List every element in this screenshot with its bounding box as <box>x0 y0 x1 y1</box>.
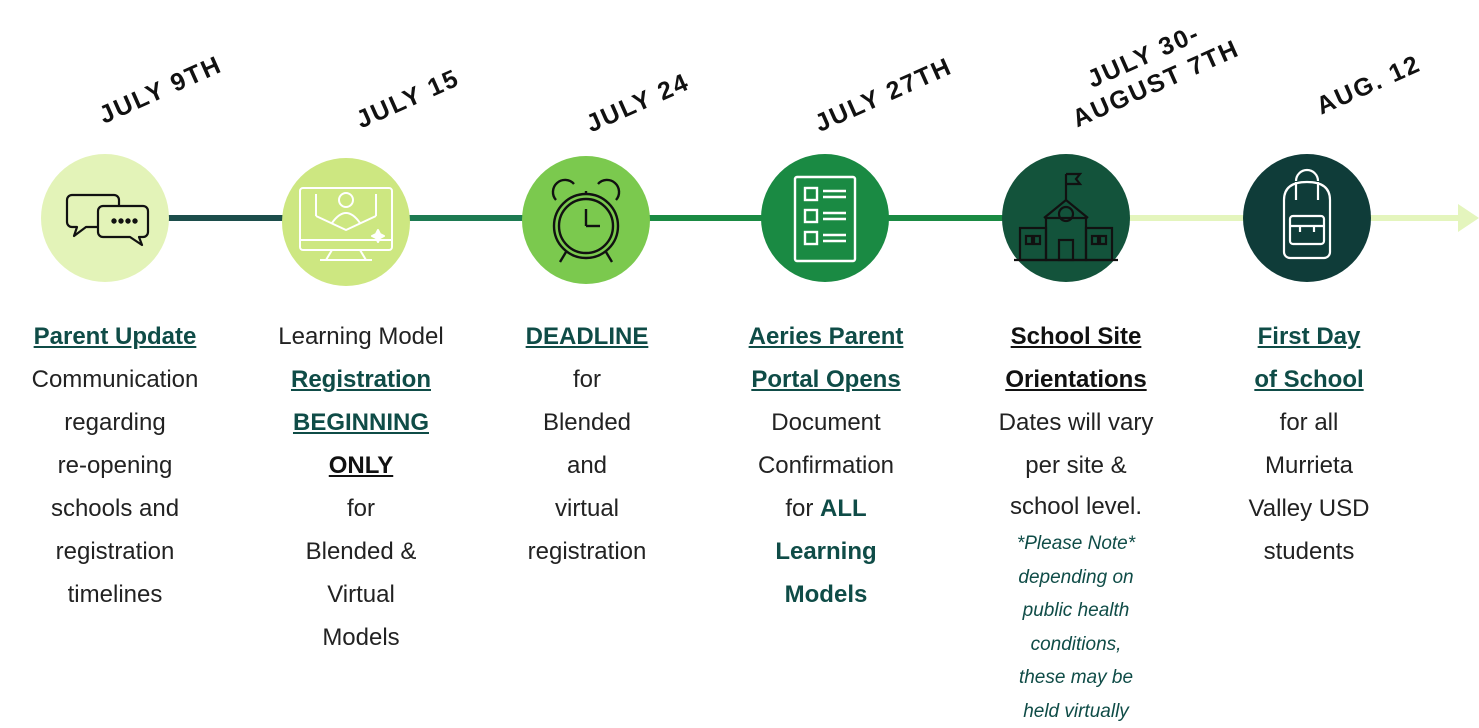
event-text-line: students <box>1194 530 1424 573</box>
milestone-6 <box>1243 154 1371 282</box>
event-text-line: Communication <box>0 358 230 401</box>
event-registration: Learning Model Registration BEGINNING ON… <box>246 315 476 659</box>
event-text-line: registration <box>0 530 230 573</box>
event-text-line: schools and <box>0 487 230 530</box>
event-text-line: Learning Model <box>246 315 476 358</box>
event-text-line: Confirmation <box>711 444 941 487</box>
event-title-link[interactable]: BEGINNING <box>246 401 476 444</box>
event-note-line: depending on <box>961 561 1191 595</box>
event-emphasis-text: ALL <box>820 495 867 522</box>
event-text-line: Virtual <box>246 573 476 616</box>
milestone-1 <box>41 154 169 282</box>
event-text-line: Murrieta <box>1194 444 1424 487</box>
event-text-line: Blended <box>472 401 702 444</box>
event-text-line: timelines <box>0 573 230 616</box>
event-text-line: registration <box>472 530 702 573</box>
event-emphasis-text: Learning <box>711 530 941 573</box>
event-text-line: virtual <box>472 487 702 530</box>
event-text-line: for all <box>1194 401 1424 444</box>
milestone-4 <box>761 154 889 282</box>
event-text-line: for <box>246 487 476 530</box>
event-title-link[interactable]: Registration <box>246 358 476 401</box>
event-title-link[interactable]: Aeries Parent <box>711 315 941 358</box>
event-first-day: First Day of School for all Murrieta Val… <box>1194 315 1424 573</box>
event-title-link[interactable]: Parent Update <box>0 315 230 358</box>
event-title-link[interactable]: of School <box>1194 358 1424 401</box>
event-note-line: these may be <box>961 661 1191 695</box>
event-text-line: Valley USD <box>1194 487 1424 530</box>
event-school-orientations: School Site Orientations Dates will vary… <box>961 315 1191 728</box>
milestone-3 <box>522 156 650 284</box>
event-text-line: for <box>472 358 702 401</box>
event-emphasis-text: Models <box>711 573 941 616</box>
event-text-fragment: for <box>785 495 820 522</box>
event-emphasis-text: ONLY <box>246 444 476 487</box>
event-text-line: re-opening <box>0 444 230 487</box>
event-title-link[interactable]: Orientations <box>961 358 1191 401</box>
event-title-link[interactable]: School Site <box>961 315 1191 358</box>
event-deadline: DEADLINE for Blended and virtual registr… <box>472 315 702 573</box>
event-note-line: *Please Note* <box>961 527 1191 561</box>
event-text-line: Blended & <box>246 530 476 573</box>
milestone-2 <box>282 158 410 286</box>
timeline-arrowhead <box>1458 204 1479 232</box>
event-text-line: per site & <box>961 444 1191 487</box>
event-title-link[interactable]: Portal Opens <box>711 358 941 401</box>
event-parent-update: Parent Update Communication regarding re… <box>0 315 230 616</box>
event-note-line: held virtually <box>961 695 1191 728</box>
event-text-line: Document <box>711 401 941 444</box>
event-note-line: public health <box>961 594 1191 628</box>
event-text-line: Dates will vary <box>961 401 1191 444</box>
milestone-5 <box>1002 154 1130 282</box>
event-text-line: and <box>472 444 702 487</box>
event-aeries-portal: Aeries Parent Portal Opens Document Conf… <box>711 315 941 616</box>
event-text-line: school level. <box>961 487 1191 527</box>
event-text-line: Models <box>246 616 476 659</box>
event-note-line: conditions, <box>961 628 1191 662</box>
event-title-link[interactable]: First Day <box>1194 315 1424 358</box>
event-text-line: regarding <box>0 401 230 444</box>
event-title-link[interactable]: DEADLINE <box>472 315 702 358</box>
event-text-line: for ALL <box>711 487 941 530</box>
